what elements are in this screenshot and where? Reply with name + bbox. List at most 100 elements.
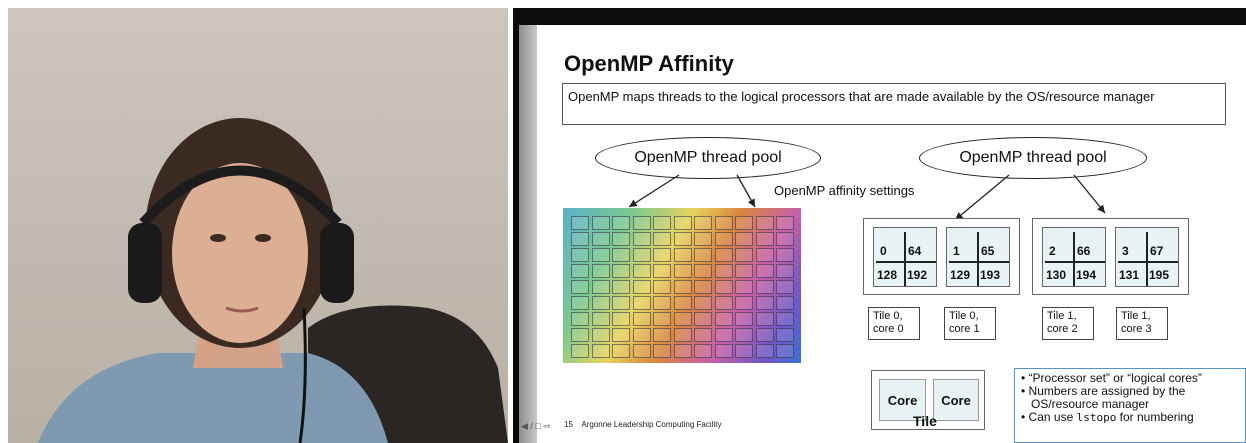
die-tile [673,248,692,262]
die-tile [653,296,671,310]
die-tile [591,232,610,246]
die-tile [571,280,589,294]
core-label-0: Tile 0,core 0 [868,307,920,340]
tile-group-0: 0 64 128 192 1 65 129 193 [863,218,1020,295]
die-tile [632,264,651,278]
die-tile [612,296,630,310]
die-tile [632,312,651,326]
die-tile [653,280,671,294]
die-tile [653,344,671,358]
die-tile [735,328,753,342]
die-tile [694,280,712,294]
die-tile [612,312,630,326]
die-tile [735,312,753,326]
thread-id: 128 [877,268,898,282]
core-tile: 0 64 128 192 [873,227,937,287]
die-tile [632,232,651,246]
die-tile [653,312,671,326]
die-tile [755,312,774,326]
core-tile: 3 67 131 195 [1115,227,1179,287]
die-tile [571,312,589,326]
die-tile [632,344,651,358]
die-tile [591,312,610,326]
die-tile [776,328,794,342]
die-tile [755,232,774,246]
die-tile [735,344,753,358]
webcam-video [8,8,508,443]
die-tile [735,216,753,230]
note-item: • “Processor set” or “logical cores” [1021,371,1202,385]
die-tile [571,264,589,278]
die-tile [755,344,774,358]
arrows-layer [628,174,1106,221]
thread-id: 65 [981,244,995,258]
die-tile [571,232,589,246]
core-cell: Core [879,379,926,421]
die-tile [735,280,753,294]
die-tile [632,216,651,230]
die-tile [591,344,610,358]
die-tile [735,296,753,310]
die-tile [612,328,630,342]
affinity-settings-label: OpenMP affinity settings [774,183,915,198]
tile-legend-box: Core Core [871,370,985,430]
note-item: • Can use lstopo for numbering [1021,410,1194,425]
die-tile [571,328,589,342]
arrow-pool-to-group-1 [954,174,1010,221]
die-tile [591,328,610,342]
presentation-slide: OpenMP Affinity OpenMP maps threads to t… [519,25,1246,443]
thread-id: 64 [908,244,922,258]
core-tile: 2 66 130 194 [1042,227,1106,287]
die-tile [714,280,733,294]
arrow-pool-to-group-2 [1073,174,1106,214]
arrow-pool-to-chip-2 [736,174,756,208]
thread-id: 130 [1046,268,1067,282]
thread-id: 194 [1076,268,1097,282]
die-tile [571,344,589,358]
die-tile [632,328,651,342]
presenter-video-frame [38,118,508,443]
die-tile [694,296,712,310]
die-tile [714,344,733,358]
thread-id: 195 [1149,268,1170,282]
die-tile [694,328,712,342]
die-tile [755,264,774,278]
die-tile [612,280,630,294]
die-tile [735,232,753,246]
die-tile [776,344,794,358]
die-tile [714,296,733,310]
die-tile [571,216,589,230]
note-item: • Numbers are assigned by the OS/resourc… [1021,384,1186,411]
die-tile [673,232,692,246]
thread-id: 131 [1119,268,1140,282]
slide-footer: 15 Argonne Leadership Computing Facility [564,420,721,429]
core-tile: 1 65 129 193 [946,227,1010,287]
die-tile [714,232,733,246]
die-tile [673,216,692,230]
slide-side-bar [519,25,537,443]
thread-id: 193 [980,268,1001,282]
die-tile [612,264,630,278]
die-tile [612,232,630,246]
die-tile [714,328,733,342]
thread-id: 0 [880,244,887,258]
die-tile [632,296,651,310]
die-tile [714,248,733,262]
die-tile [694,232,712,246]
die-tile [653,248,671,262]
die-tile [735,264,753,278]
thread-pool-right: OpenMP thread pool [919,137,1147,179]
die-tile [612,344,630,358]
die-tile [755,280,774,294]
die-tile [673,280,692,294]
die-tile [755,216,774,230]
die-tile [714,264,733,278]
die-tile [776,296,794,310]
thread-pool-left: OpenMP thread pool [595,137,821,179]
die-tile [776,312,794,326]
die-tile [694,264,712,278]
die-tile [694,248,712,262]
die-tile [591,280,610,294]
slide-nav-icons[interactable]: ◀ / □ ⇨ [521,421,551,431]
die-tile [591,248,610,262]
